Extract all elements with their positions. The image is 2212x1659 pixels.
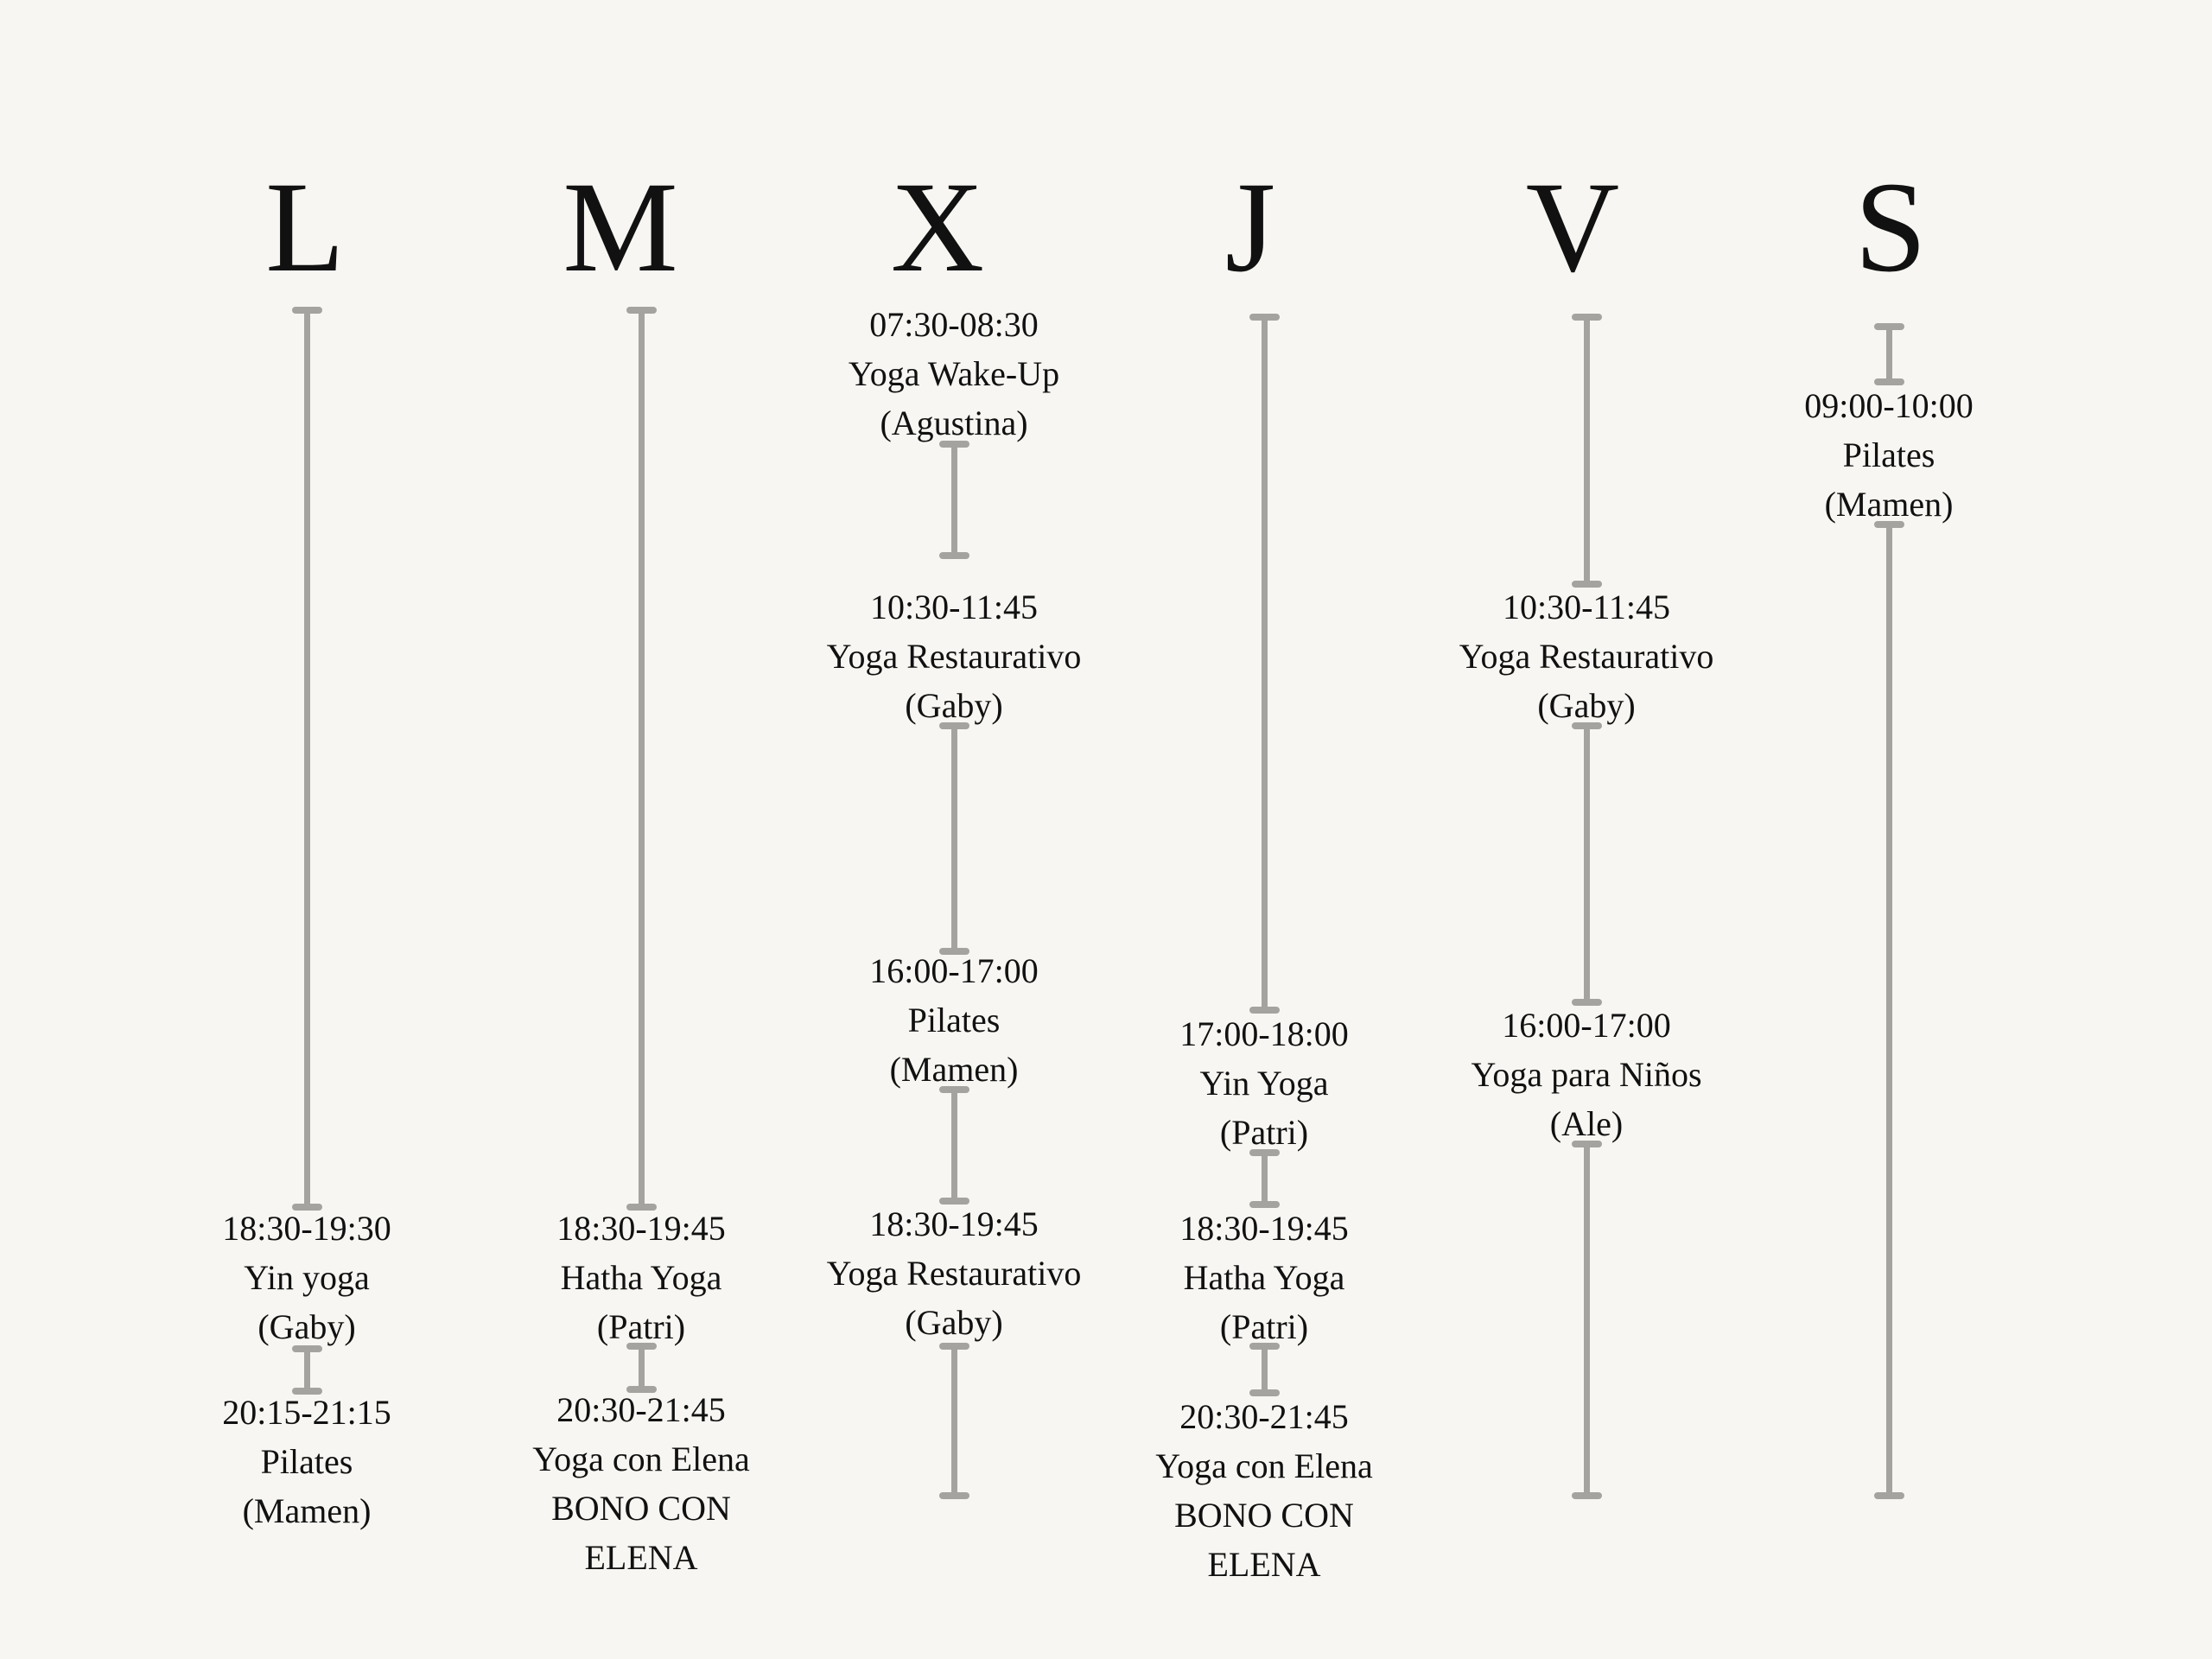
timeline-bar (1571, 1141, 1602, 1499)
session-time: 16:00-17:00 (1502, 1006, 1671, 1045)
session-note: ELENA (1207, 1545, 1321, 1584)
session-class: Yoga Restaurativo (826, 637, 1082, 676)
session-class: Pilates (1842, 435, 1936, 474)
session-time: 16:00-17:00 (869, 951, 1039, 990)
session-teacher: (Patri) (1219, 1307, 1309, 1346)
session-time: 18:30-19:45 (1179, 1209, 1349, 1248)
timeline-bar (938, 1086, 969, 1205)
session-teacher: (Agustina) (880, 404, 1028, 442)
session-teacher: (Gaby) (905, 686, 1003, 725)
session-class: Yoga con Elena (532, 1440, 750, 1478)
timeline-bar (626, 1343, 657, 1393)
class-session: 16:00-17:00 Pilates (Mamen) (781, 946, 1127, 1094)
timeline-bar (291, 307, 322, 1211)
day-header-viernes: V (1525, 156, 1620, 299)
session-class: Hatha Yoga (1183, 1258, 1345, 1297)
day-header-lunes: L (265, 156, 345, 299)
class-session: 07:30-08:30 Yoga Wake-Up (Agustina) (781, 300, 1127, 448)
class-session: 16:00-17:00 Yoga para Niños (Ale) (1414, 1001, 1759, 1148)
session-time: 07:30-08:30 (869, 305, 1039, 344)
timeline-bar (626, 307, 657, 1211)
timeline-bar (938, 441, 969, 559)
session-note: ELENA (584, 1538, 698, 1577)
session-time: 18:30-19:45 (556, 1209, 726, 1248)
day-header-miercoles: X (890, 156, 985, 299)
session-teacher: (Patri) (1219, 1113, 1309, 1152)
class-session: 18:30-19:45 Yoga Restaurativo (Gaby) (781, 1199, 1127, 1347)
session-teacher: (Gaby) (905, 1303, 1003, 1342)
session-teacher: (Ale) (1549, 1104, 1624, 1143)
session-time: 20:15-21:15 (222, 1393, 391, 1432)
timeline-bar (938, 722, 969, 955)
session-teacher: (Gaby) (1537, 686, 1636, 725)
session-teacher: (Mamen) (1824, 485, 1954, 524)
class-session: 10:30-11:45 Yoga Restaurativo (Gaby) (781, 582, 1127, 730)
class-session: 10:30-11:45 Yoga Restaurativo (Gaby) (1414, 582, 1759, 730)
class-session: 20:30-21:45 Yoga con Elena BONO CON ELEN… (1091, 1392, 1437, 1589)
session-teacher: (Mamen) (889, 1050, 1019, 1089)
timeline-bar (1249, 1149, 1280, 1208)
session-time: 18:30-19:45 (869, 1205, 1039, 1243)
session-teacher: (Gaby) (257, 1307, 356, 1346)
session-class: Yoga Restaurativo (1459, 637, 1714, 676)
class-session: 20:15-21:15 Pilates (Mamen) (134, 1388, 480, 1535)
timeline-bar (1571, 314, 1602, 588)
session-class: Yin Yoga (1199, 1064, 1329, 1103)
class-session: 09:00-10:00 Pilates (Mamen) (1716, 381, 2062, 529)
session-teacher: (Mamen) (242, 1491, 372, 1530)
session-teacher: (Patri) (596, 1307, 686, 1346)
timeline-bar (1571, 722, 1602, 1006)
timeline-bar (1249, 314, 1280, 1014)
session-class: Yoga Restaurativo (826, 1254, 1082, 1293)
session-class: Yoga con Elena (1155, 1446, 1373, 1485)
session-time: 10:30-11:45 (869, 588, 1039, 626)
session-class: Pilates (907, 1001, 1001, 1039)
session-class: Yoga para Niños (1471, 1055, 1702, 1094)
session-class: Yin yoga (244, 1258, 370, 1297)
session-note: BONO CON (551, 1489, 731, 1528)
session-note: BONO CON (1174, 1496, 1354, 1535)
class-session: 17:00-18:00 Yin Yoga (Patri) (1091, 1009, 1437, 1157)
session-time: 18:30-19:30 (222, 1209, 391, 1248)
session-time: 17:00-18:00 (1179, 1014, 1349, 1053)
class-session: 20:30-21:45 Yoga con Elena BONO CON ELEN… (468, 1385, 814, 1582)
day-header-martes: M (563, 156, 678, 299)
timeline-bar (1873, 521, 1904, 1499)
class-session: 18:30-19:45 Hatha Yoga (Patri) (468, 1204, 814, 1351)
session-time: 20:30-21:45 (556, 1390, 726, 1429)
day-header-sabado: S (1854, 156, 1927, 299)
timeline-bar (1873, 323, 1904, 385)
session-time: 20:30-21:45 (1179, 1397, 1349, 1436)
session-class: Hatha Yoga (560, 1258, 722, 1297)
timeline-bar (1249, 1343, 1280, 1396)
session-time: 09:00-10:00 (1804, 386, 1974, 425)
session-time: 10:30-11:45 (1502, 588, 1671, 626)
day-header-jueves: J (1224, 156, 1276, 299)
session-class: Pilates (260, 1442, 353, 1481)
class-session: 18:30-19:30 Yin yoga (Gaby) (134, 1204, 480, 1351)
timeline-bar (938, 1343, 969, 1499)
timeline-bar (291, 1345, 322, 1395)
class-session: 18:30-19:45 Hatha Yoga (Patri) (1091, 1204, 1437, 1351)
session-class: Yoga Wake-Up (848, 354, 1060, 393)
